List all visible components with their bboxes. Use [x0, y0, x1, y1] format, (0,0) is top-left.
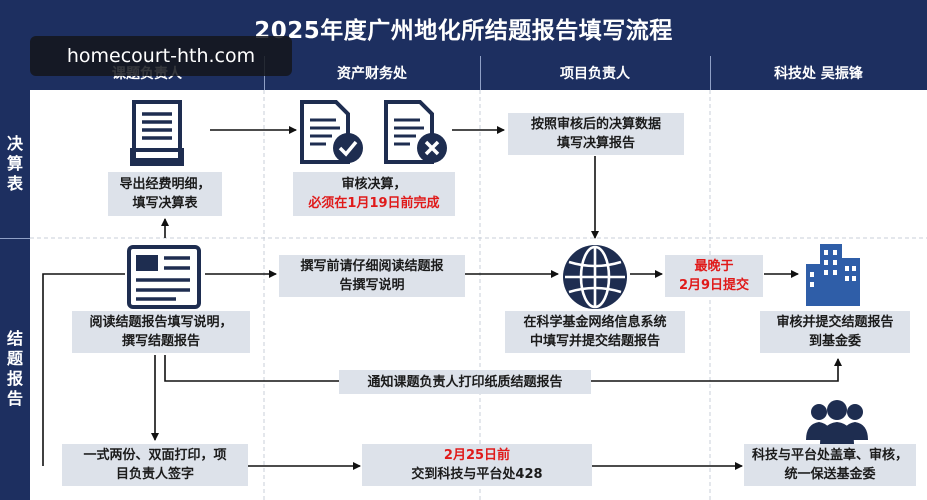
- export-detail-box: 导出经费明细， 填写决算表: [108, 172, 222, 216]
- row-label-column: [0, 90, 30, 500]
- box-text-line: 撰写结题报告: [121, 334, 200, 349]
- notify-print-box: 通知课题负责人打印纸质结题报告: [339, 370, 591, 394]
- box-text-line: 最晚于: [694, 259, 734, 274]
- column-header-science-office: 科技处 吴振锋: [774, 66, 863, 82]
- audit-deadline-text: 必须在1月19日前完成: [308, 196, 440, 211]
- deliver-location-text: 交到科技与平台处428: [411, 467, 543, 482]
- audit-text: 审核决算，: [341, 177, 407, 192]
- box-text-line: 按照审核后的决算数据: [530, 117, 661, 132]
- submit-online-box: 在科学基金网络信息系统 中填写并提交结题报告: [505, 311, 685, 353]
- box-text-line: 一式两份、双面打印，项: [83, 448, 227, 463]
- column-header-project-manager: 项目负责人: [560, 66, 630, 82]
- connector-left-loop: [42, 273, 125, 466]
- row-label-char: 告: [6, 389, 23, 408]
- report-form-icon: [127, 245, 201, 309]
- row-label-char: 算: [6, 154, 23, 173]
- audit-box: 审核决算， 必须在1月19日前完成: [293, 172, 455, 216]
- row-label-final-accounts: 决 算 表: [0, 90, 30, 238]
- box-text-line: 统一保送基金委: [784, 467, 876, 482]
- box-text-line: 在科学基金网络信息系统: [523, 315, 667, 330]
- row-label-char: 题: [6, 349, 23, 368]
- box-text-line: 阅读结题报告填写说明，: [89, 315, 233, 330]
- box-text-line: 导出经费明细，: [119, 177, 211, 192]
- row-label-char: 报: [6, 369, 23, 388]
- box-text-line: 科技与平台处盖章、审核，: [751, 448, 908, 463]
- row-label-char: 结: [6, 329, 23, 348]
- box-text-line: 填写决算报告: [556, 136, 635, 151]
- header-divider: [710, 56, 711, 90]
- row-divider: [0, 238, 30, 239]
- column-header-finance: 资产财务处: [337, 66, 407, 82]
- box-text-line: 告撰写说明: [339, 278, 405, 293]
- row-label-final-report: 结 题 报 告: [0, 238, 30, 500]
- box-text-line: 到基金委: [808, 334, 861, 349]
- read-instructions-box: 阅读结题报告填写说明， 撰写结题报告: [72, 311, 250, 353]
- read-before-writing-box: 撰写前请仔细阅读结题报 告撰写说明: [279, 255, 465, 297]
- review-submit-box: 审核并提交结题报告 到基金委: [760, 311, 910, 353]
- box-text-line: 目负责人签字: [115, 467, 194, 482]
- box-text-line: 审核并提交结题报告: [776, 315, 894, 330]
- deliver-deadline-text: 2月25日前: [443, 448, 511, 463]
- row-label-char: 表: [6, 174, 23, 193]
- fill-report-box: 按照审核后的决算数据 填写决算报告: [508, 113, 684, 155]
- stamp-send-box: 科技与平台处盖章、审核， 统一保送基金委: [744, 444, 916, 486]
- team-icon: [806, 400, 868, 444]
- row-label-char: 决: [6, 134, 23, 153]
- watermark: homecourt-hth.com: [30, 36, 292, 76]
- buildings-icon: [806, 244, 860, 306]
- deadline-box: 最晚于 2月9日提交: [665, 255, 763, 297]
- box-text-line: 填写决算表: [132, 196, 198, 211]
- document-approved-icon: [300, 100, 363, 164]
- print-sign-box: 一式两份、双面打印，项 目负责人签字: [62, 444, 248, 486]
- box-text-line: 中填写并提交结题报告: [529, 334, 660, 349]
- box-text-line: 2月9日提交: [678, 278, 750, 293]
- deliver-box: 2月25日前 交到科技与平台处428: [362, 444, 592, 486]
- box-text-line: 撰写前请仔细阅读结题报: [300, 259, 444, 274]
- document-stack-icon: [130, 100, 184, 166]
- document-rejected-icon: [384, 100, 447, 164]
- globe-icon: [563, 245, 627, 309]
- header-divider: [480, 56, 481, 90]
